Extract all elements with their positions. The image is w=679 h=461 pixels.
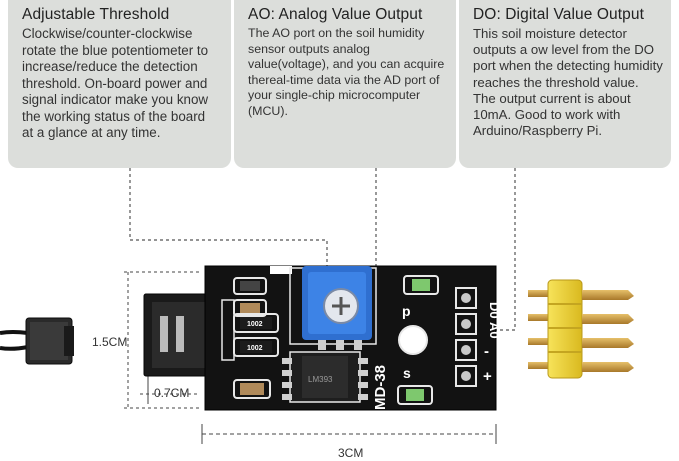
blue-potentiometer xyxy=(289,266,377,350)
offset-dimension-label: 0.7CM xyxy=(154,386,189,400)
analog-output-panel: AO: Analog Value Output The AO port on t… xyxy=(234,0,456,168)
pad-label: p xyxy=(402,303,411,319)
pad-label: s xyxy=(403,365,411,381)
adjustable-threshold-panel: Adjustable Threshold Clockwise/counter-c… xyxy=(8,0,231,168)
signal-led xyxy=(397,385,433,405)
width-dimension-label: 3CM xyxy=(338,446,363,460)
pin-label: A0 xyxy=(487,322,502,339)
digital-leader xyxy=(492,168,516,331)
resistor-code: 1002 xyxy=(247,345,263,352)
panel-title: DO: Digital Value Output xyxy=(473,6,644,23)
panel-body: This soil moisture detector outputs a ow… xyxy=(473,26,663,139)
chip-marking: LM393 xyxy=(308,375,333,384)
board-model-label: MD-38 xyxy=(372,365,389,410)
panel-title: AO: Analog Value Output xyxy=(248,6,423,23)
threshold-leader xyxy=(129,168,328,272)
pin-label: D0 xyxy=(487,302,502,319)
pin-label: + xyxy=(483,368,492,385)
mounting-hole xyxy=(398,325,428,355)
pin-label: - xyxy=(484,343,489,360)
power-led xyxy=(403,275,439,295)
smd-capacitor xyxy=(221,299,235,361)
header-pads xyxy=(455,287,477,387)
callout-leaders xyxy=(129,168,516,331)
panel-body: The AO port on the soil humidity sensor … xyxy=(248,26,445,118)
digital-output-panel: DO: Digital Value Output This soil moist… xyxy=(459,0,671,168)
panel-body: Clockwise/counter-clockwise rotate the b… xyxy=(22,26,209,140)
height-dimension-label: 1.5CM xyxy=(92,335,127,349)
comparator-chip: LM393 xyxy=(282,351,368,403)
dimension-lines xyxy=(124,271,497,444)
resistor-code: 1002 xyxy=(247,321,263,328)
pin-header xyxy=(528,279,634,379)
smd-resistor xyxy=(233,277,267,295)
cable-connector xyxy=(0,317,74,365)
smd-capacitor xyxy=(233,379,271,399)
panel-title: Adjustable Threshold xyxy=(22,6,170,23)
sensor-board: 1002 1002 LM393 xyxy=(143,265,502,411)
